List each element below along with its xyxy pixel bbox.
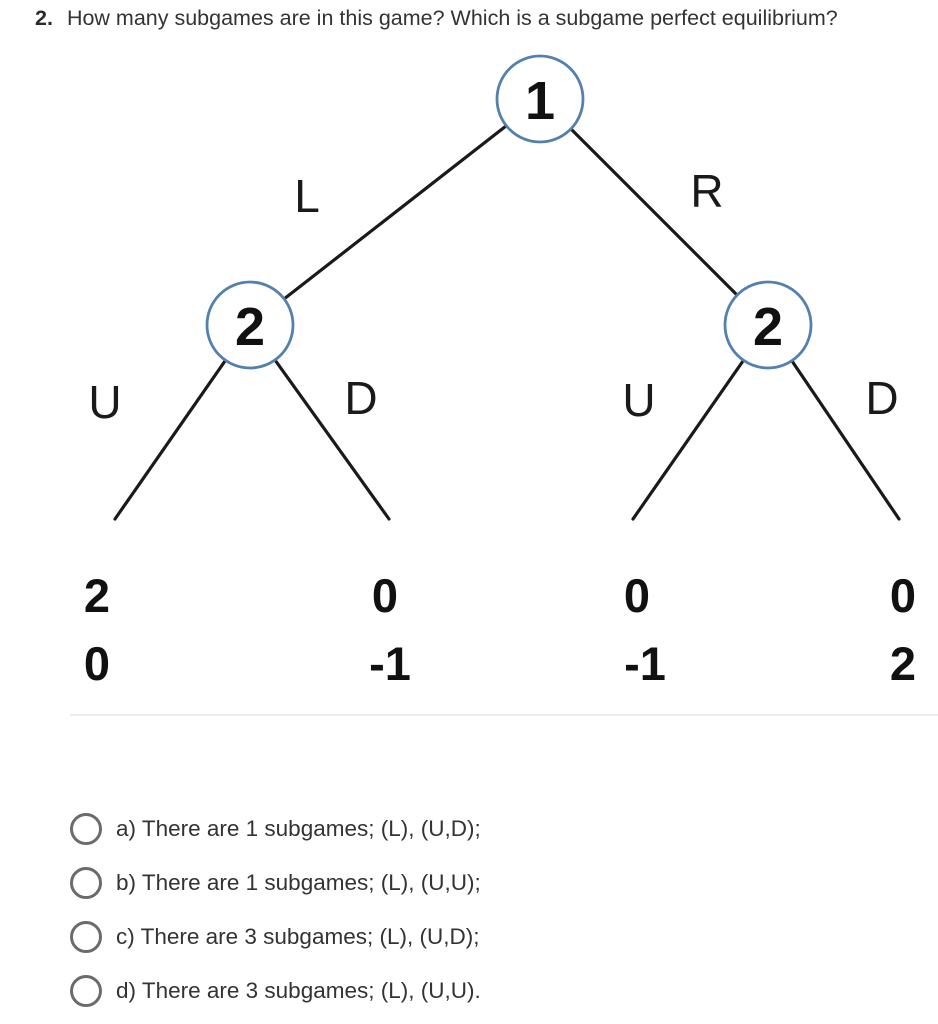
edge-label-U-left: U [88,376,121,428]
node-player1-circle [495,54,585,144]
option-d[interactable]: d) There are 3 subgames; (L), (U,U). [70,974,481,1008]
option-d-label: d) There are 3 subgames; (L), (U,U). [116,978,481,1003]
radio-button-d[interactable] [70,975,102,1007]
question-text: How many subgames are in this game? Whic… [66,6,838,30]
option-c[interactable]: c) There are 3 subgames; (L), (U,D); [70,920,481,954]
question-header: 2. How many subgames are in this game? W… [35,6,838,31]
node-player2-right-circle [723,280,813,370]
payoff-2-player2: -1 [369,637,411,690]
node-player2-left-circle [205,280,295,370]
payoff-4-player2: 2 [890,637,916,690]
edge-right-up [631,359,745,521]
edge-label-D-right: D [865,372,898,424]
radio-button-c[interactable] [70,921,102,953]
edge-label-R: R [690,165,723,217]
edge-label-U-right: U [622,374,655,426]
option-b[interactable]: b) There are 1 subgames; (L), (U,U); [70,866,481,900]
edge-right-down [790,359,901,521]
edge-root-right [569,127,739,297]
section-divider [70,714,938,716]
edge-label-L: L [294,170,320,222]
node-player2-left-label: 2 [235,297,265,357]
edge-label-D-left: D [344,372,377,424]
option-a-label: a) There are 1 subgames; (L), (U,D); [116,816,481,841]
payoff-3-player2: -1 [624,637,666,690]
radio-button-a[interactable] [70,813,102,845]
node-player1-label: 1 [525,71,555,131]
edge-left-down [273,358,391,521]
option-c-label: c) There are 3 subgames; (L), (U,D); [116,924,480,949]
question-number: 2. [35,6,53,30]
answer-options: a) There are 1 subgames; (L), (U,D); b) … [70,812,481,1008]
payoff-1-player2: 0 [84,637,110,690]
payoff-2-player1: 0 [372,569,398,622]
game-tree-diagram: L R U D U D 1 2 2 2 0 0 -1 0 -1 0 2 [84,54,916,690]
node-player2-right-label: 2 [753,297,783,357]
option-b-label: b) There are 1 subgames; (L), (U,U); [116,870,481,895]
edge-left-up [113,359,227,521]
radio-button-b[interactable] [70,867,102,899]
payoff-1-player1: 2 [84,569,110,622]
option-a[interactable]: a) There are 1 subgames; (L), (U,D); [70,812,481,846]
payoff-4-player1: 0 [890,569,916,622]
payoff-3-player1: 0 [624,569,650,622]
edge-root-left [282,124,508,301]
